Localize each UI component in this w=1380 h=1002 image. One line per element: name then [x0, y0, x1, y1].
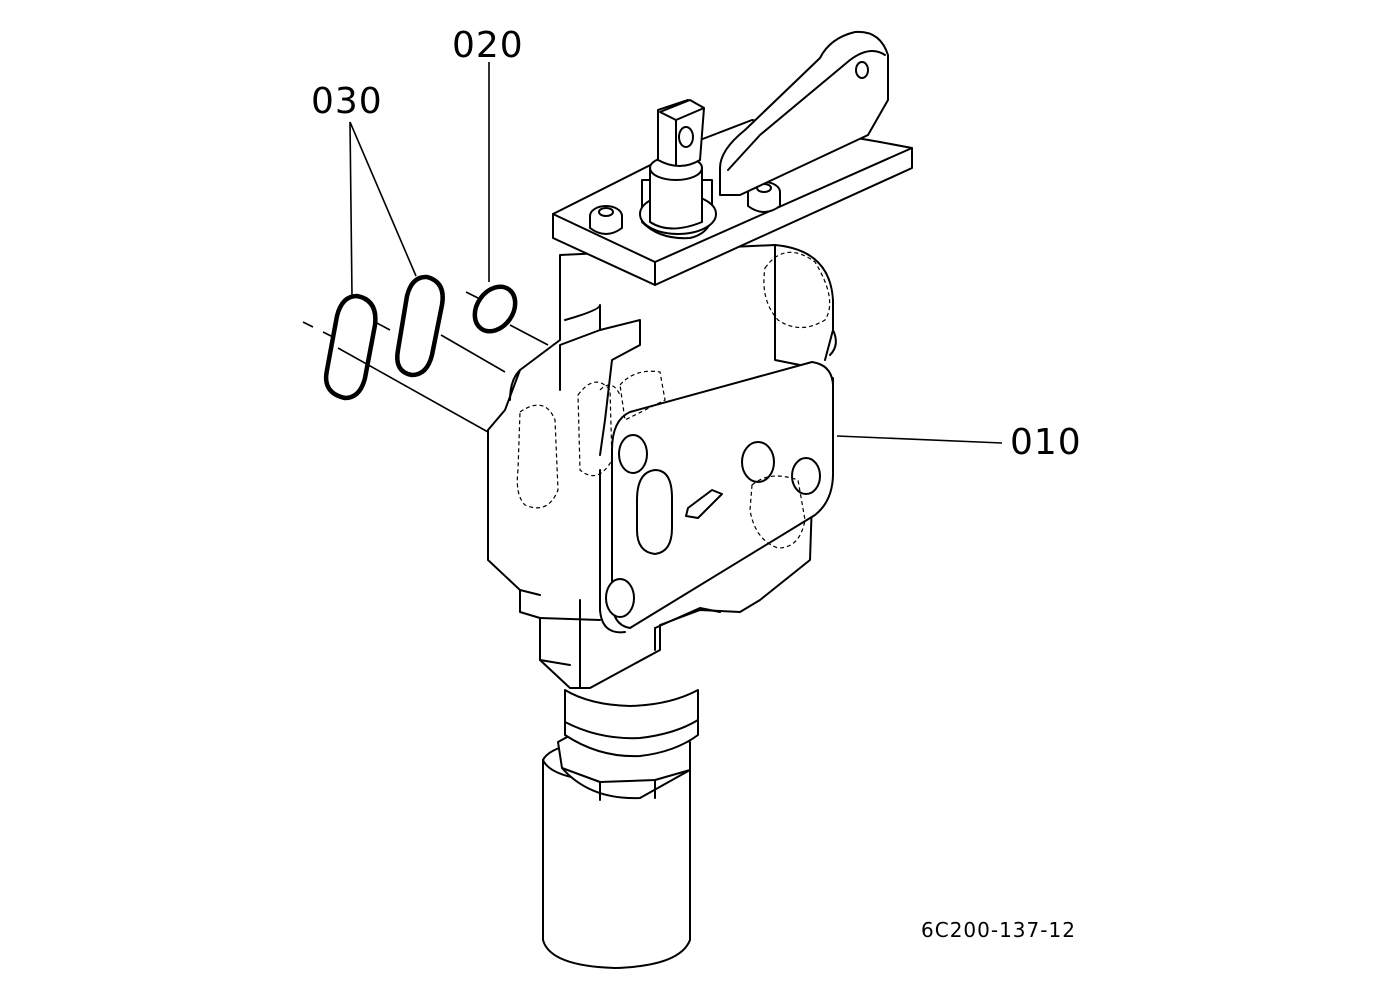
leader-lines: [349, 62, 1003, 444]
spool-stem: [639, 99, 717, 240]
top-cover-plate: [552, 119, 913, 286]
callout-010: 010: [1010, 422, 1082, 463]
drawing-number: 6C200-137-12: [921, 918, 1076, 942]
centerlines: [302, 291, 549, 433]
callout-020: 020: [452, 25, 524, 66]
callout-030: 030: [311, 81, 383, 122]
o-ring-030-right: [395, 274, 445, 378]
lever-bracket: [719, 30, 889, 196]
o-ring-020: [472, 284, 518, 334]
solenoid-cylinder: [542, 689, 699, 969]
o-ring-030-left: [323, 293, 378, 401]
valve-body: [487, 244, 837, 689]
